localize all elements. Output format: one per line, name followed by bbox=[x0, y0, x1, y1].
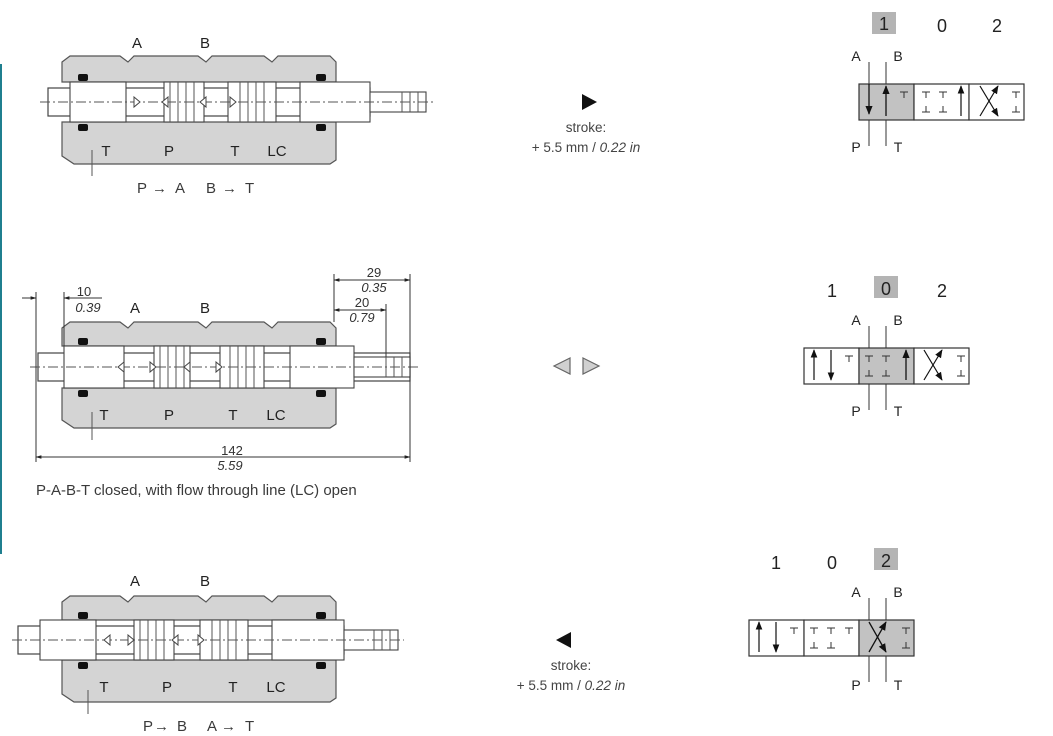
port-label-b: B bbox=[200, 300, 210, 317]
symbol-port-t: T bbox=[894, 677, 903, 693]
valve-section-3 bbox=[12, 595, 404, 714]
symbol-port-p: P bbox=[851, 139, 860, 155]
dim-142-in: 5.59 bbox=[217, 458, 242, 473]
caption-arrow: → bbox=[154, 718, 169, 735]
dim-10-mm: 10 bbox=[77, 284, 91, 299]
port-label-p: P bbox=[162, 679, 172, 696]
position-number: 2 bbox=[937, 281, 947, 301]
position-number: 1 bbox=[771, 553, 781, 573]
valve-symbol-2 bbox=[803, 276, 970, 410]
port-label-a: A bbox=[130, 573, 140, 590]
valve-section-1 bbox=[40, 55, 434, 176]
port-label-p: P bbox=[164, 143, 174, 160]
port-label-b: B bbox=[200, 573, 210, 590]
accent-bar bbox=[0, 64, 2, 554]
symbol-port-t: T bbox=[894, 403, 903, 419]
position-number: 0 bbox=[881, 279, 891, 299]
symbol-port-b: B bbox=[893, 584, 902, 600]
caption-part: P bbox=[143, 718, 153, 735]
position-number: 2 bbox=[992, 16, 1002, 36]
caption-arrow: → bbox=[222, 180, 237, 197]
stroke-label: stroke: bbox=[566, 120, 607, 135]
port-label-a: A bbox=[130, 300, 140, 317]
caption-part: B bbox=[206, 180, 216, 197]
caption-part: B bbox=[177, 718, 187, 735]
flow-caption-2: P-A-B-T closed, with flow through line (… bbox=[36, 482, 357, 499]
caption-arrow: → bbox=[221, 718, 236, 735]
position-number: 0 bbox=[827, 553, 837, 573]
caption-part: T bbox=[245, 180, 254, 197]
symbol-port-a: A bbox=[851, 48, 861, 64]
triangle-left-icon bbox=[556, 632, 571, 648]
dim-20-mm: 20 bbox=[355, 295, 369, 310]
symbol-port-t: T bbox=[894, 139, 903, 155]
position-number: 0 bbox=[937, 16, 947, 36]
flow-caption-3: P → B A → T bbox=[143, 718, 254, 735]
symbol-port-p: P bbox=[851, 677, 860, 693]
symbol-port-a: A bbox=[851, 584, 861, 600]
dim-142-mm: 142 bbox=[221, 443, 243, 458]
dim-10-in: 0.39 bbox=[75, 300, 100, 315]
dim-20-in: 0.79 bbox=[349, 310, 374, 325]
port-label-t: T bbox=[99, 407, 108, 424]
stroke-value: + 5.5 mm / 0.22 in bbox=[532, 140, 640, 155]
port-label-t: T bbox=[230, 143, 239, 160]
port-label-lc: LC bbox=[266, 679, 285, 696]
valve-symbol-3 bbox=[748, 548, 915, 682]
flow-caption-1: P → A B → T bbox=[137, 180, 254, 197]
symbol-port-a: A bbox=[851, 312, 861, 328]
caption-part: A bbox=[207, 718, 217, 735]
caption-part: T bbox=[245, 718, 254, 735]
valve-symbol-1 bbox=[858, 12, 1025, 146]
symbol-port-p: P bbox=[851, 403, 860, 419]
position-number: 1 bbox=[879, 14, 889, 34]
caption-arrow: → bbox=[152, 180, 167, 197]
port-label-p: P bbox=[164, 407, 174, 424]
triangle-right-icon bbox=[582, 94, 597, 110]
position-number: 1 bbox=[827, 281, 837, 301]
port-label-b: B bbox=[200, 35, 210, 52]
symbol-port-b: B bbox=[893, 48, 902, 64]
valve-section-2 bbox=[22, 274, 418, 462]
port-label-t: T bbox=[99, 679, 108, 696]
triangle-left-right-icon bbox=[552, 357, 601, 375]
stroke-value: + 5.5 mm / 0.22 in bbox=[517, 678, 625, 693]
dim-29-mm: 29 bbox=[367, 265, 381, 280]
port-label-t: T bbox=[228, 679, 237, 696]
stroke-label: stroke: bbox=[551, 658, 592, 673]
port-label-t: T bbox=[101, 143, 110, 160]
symbol-port-b: B bbox=[893, 312, 902, 328]
port-label-lc: LC bbox=[266, 407, 285, 424]
position-number: 2 bbox=[881, 551, 891, 571]
caption-part: A bbox=[175, 180, 185, 197]
caption-part: P bbox=[137, 180, 147, 197]
dim-29-in: 0.35 bbox=[361, 280, 387, 295]
port-label-a: A bbox=[132, 35, 142, 52]
port-label-t: T bbox=[228, 407, 237, 424]
port-label-lc: LC bbox=[267, 143, 286, 160]
